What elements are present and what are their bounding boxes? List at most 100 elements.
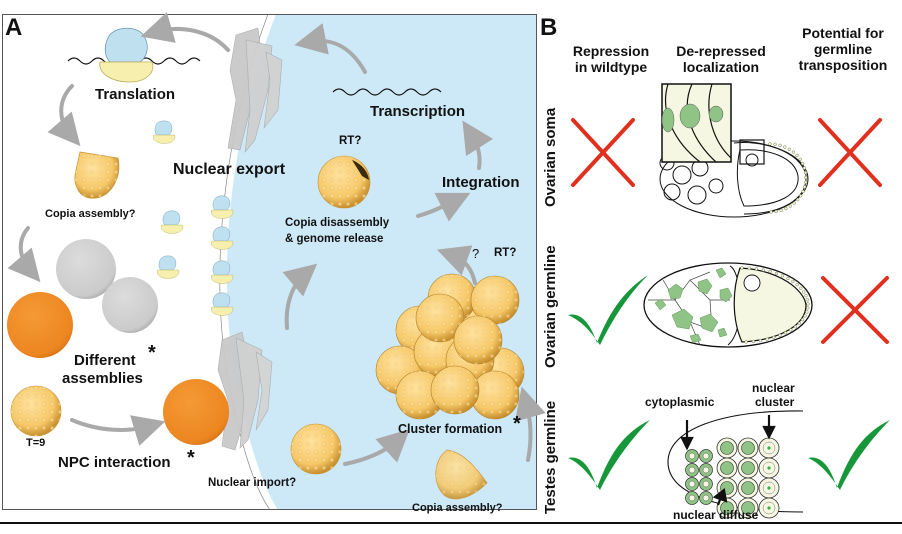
arrow-export-to-translation [140, 12, 230, 52]
row-label-ovarian-soma: Ovarian soma [542, 107, 559, 207]
arrow-translation-to-assembly [47, 84, 81, 147]
follicle-cell-dot [795, 153, 799, 158]
follicle-cell-dot [744, 340, 748, 344]
follicle-cell-dot [751, 339, 755, 344]
capsid-nuclear-import [290, 423, 342, 475]
half-capsid-cytoplasm [74, 151, 120, 199]
half-capsid-nucleus [435, 449, 488, 500]
ribosome-small-group [153, 120, 234, 316]
cluster-capsid-texture [471, 276, 519, 324]
cross-icon-ovarian-germline-transposition [821, 276, 889, 344]
cell-nucleus [688, 466, 696, 474]
label-nuclear-cluster-1: nuclear [752, 381, 795, 395]
panel-a-frame [2, 14, 537, 510]
cell-nucleus [688, 494, 696, 502]
follicle-cell-dot [793, 325, 798, 329]
cell-nucleus [702, 452, 710, 460]
cluster-capsid-texture [431, 366, 479, 414]
label-translation: Translation [95, 86, 176, 103]
follicle-cell-dot [799, 286, 803, 290]
check-icon-testes-transposition [808, 420, 890, 490]
label-rt-mid: RT? [494, 247, 517, 259]
label-t9: T=9 [26, 437, 46, 449]
follicle-cell-dot [754, 267, 759, 271]
nucleus-diffuse [720, 461, 734, 475]
follicle-cell-dot [758, 338, 763, 343]
follicle-cell-dot [799, 194, 803, 198]
row-label-ovarian-germline: Ovarian germline [542, 245, 559, 368]
nuclear-cluster-dot [767, 446, 771, 450]
label-nuclear-export: Nuclear export [173, 161, 286, 178]
soma-inset [661, 83, 732, 163]
follicle-cell-dot [768, 142, 772, 146]
capsid-cluster [375, 273, 525, 420]
arrow-integration-to-transcription [462, 120, 494, 170]
cluster-capsid-texture [416, 294, 464, 342]
follicle-cell-dot [805, 298, 809, 302]
follicle-cell-dot [778, 333, 782, 337]
nuclear-cluster-dot [767, 486, 771, 490]
arrow-disassembly-to-integration [416, 192, 471, 222]
germline-follicle-dots [740, 266, 810, 344]
arrow-import-up [282, 263, 318, 330]
ribosome-translating [99, 27, 154, 83]
row-label-testes-germline: Testes germline [542, 400, 559, 514]
nucleus-diffuse [741, 481, 755, 495]
soma-follicle-dots [768, 142, 808, 214]
follicle-cell-dot [805, 310, 809, 314]
label-cluster-formation: Cluster formation [398, 422, 503, 436]
follicle-cell-dot [806, 306, 810, 310]
follicle-cell-dot [803, 314, 807, 318]
arrow-assembly-to-cluster [514, 386, 546, 462]
follicle-cell-dot [779, 208, 783, 212]
orange-assembly-1 [7, 292, 73, 358]
follicle-cell-dot [803, 171, 808, 175]
mrna-nucleus [332, 88, 442, 96]
testes-cells [685, 437, 780, 519]
follicle-cell-dot [789, 328, 793, 332]
arrow-import-to-cluster [343, 429, 410, 466]
label-transcription: Transcription [370, 103, 466, 120]
follicle-cell-dot [740, 266, 744, 270]
follicle-cell-dot [803, 185, 807, 189]
follicle-cell-dot [769, 210, 773, 214]
orange-assembly-npc [163, 379, 229, 445]
asterisk-npc: * [187, 447, 195, 469]
label-nuclear-cluster-2: cluster [755, 395, 795, 409]
panel-b-letter: B [540, 14, 558, 41]
follicle-cell-dot [788, 204, 792, 208]
nucleus-diffuse [741, 461, 755, 475]
follicle-cell-dot [797, 321, 801, 325]
follicle-cell-dot [804, 175, 808, 180]
follicle-cell-dot [791, 279, 795, 284]
nucleus-diffuse [720, 441, 734, 455]
cell-nucleus [688, 480, 696, 488]
cross-icon-soma-transposition [818, 118, 882, 187]
follicle-cell-dot [778, 143, 782, 148]
follicle-cell-dot [792, 201, 796, 205]
nucleus-diffuse [741, 441, 755, 455]
label-nuclear-import: Nuclear import? [208, 477, 297, 489]
check-icon-ovarian-germline-repression [568, 275, 648, 345]
follicle-cell-dot [802, 166, 807, 170]
follicle-cell-dot [786, 276, 790, 281]
bottom-rule [0, 522, 902, 524]
label-copia-assembly-nucleus: Copia assembly? [412, 502, 503, 514]
arrow-assembly-to-different [7, 226, 41, 283]
asterisk-cluster: * [513, 413, 521, 435]
capsid-t9 [10, 385, 62, 437]
follicle-cell-dot [787, 147, 791, 151]
label-different: Different [74, 352, 136, 369]
label-question: ? [472, 246, 480, 261]
arrow-t9-to-npc [70, 415, 166, 446]
follicle-cell-dot [780, 274, 785, 278]
follicle-cell-dot [800, 161, 805, 166]
arrow-cluster-to-disassembly [436, 245, 477, 285]
follicle-cell-dot [806, 302, 810, 306]
follicle-cell-dot [795, 283, 799, 287]
asterisk-different: * [148, 342, 156, 364]
gray-assembly-2 [102, 277, 158, 333]
follicle-cell-dot [804, 180, 808, 184]
